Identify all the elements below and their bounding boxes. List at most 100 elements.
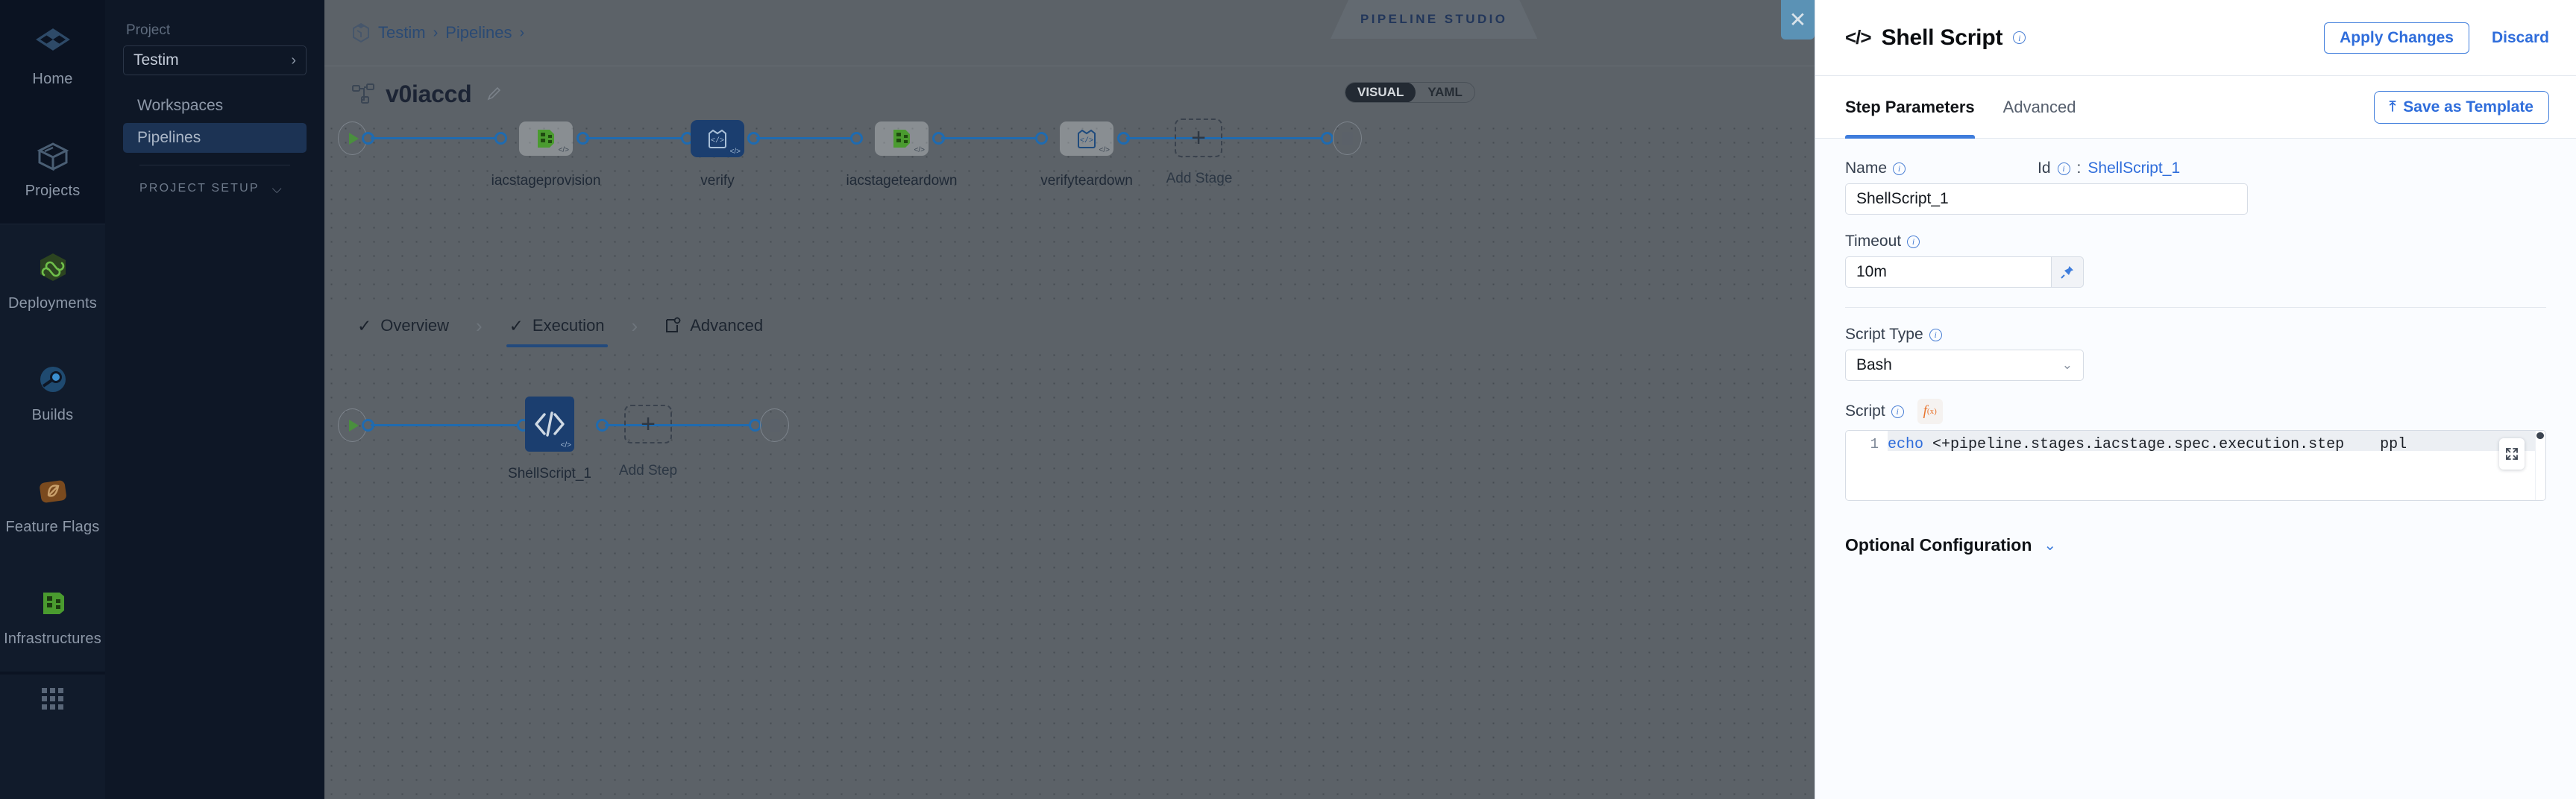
script-type-label-text: Script Type: [1845, 326, 1923, 343]
stage-node-iacstageteardown[interactable]: </>: [875, 121, 929, 156]
name-input[interactable]: ShellScript_1: [1845, 183, 2248, 215]
breadcrumb-item-project[interactable]: Testim: [378, 23, 426, 42]
panel-body: Name i Id i : ShellScript_1 ShellScript_…: [1815, 139, 2576, 799]
stage-badge-3: </>: [914, 146, 925, 154]
tab-advanced[interactable]: Advanced: [651, 304, 776, 347]
pin-timeout-button[interactable]: [2051, 256, 2084, 288]
breadcrumb-item-pipelines[interactable]: Pipelines: [445, 23, 512, 42]
name-label: Name i: [1845, 160, 1906, 177]
apps-grid-button[interactable]: [31, 680, 75, 716]
info-icon-id[interactable]: i: [2057, 162, 2070, 175]
timeout-input[interactable]: 10m: [1845, 256, 2051, 288]
sidebar-item-pipelines[interactable]: Pipelines: [123, 123, 307, 153]
panel-header-actions: Apply Changes Discard: [2324, 22, 2549, 54]
edit-pencil-icon[interactable]: [486, 86, 501, 101]
info-icon-script[interactable]: i: [1891, 405, 1904, 418]
nav-item-feature-flags-label: Feature Flags: [5, 519, 100, 535]
builds-gear-icon: [40, 367, 66, 392]
stage-caption-iacstageprovision: iacstageprovision: [491, 173, 601, 189]
tab-panel-advanced[interactable]: Advanced: [2002, 97, 2076, 116]
step-connector-line-1: [371, 424, 520, 426]
stage-row: </> iacstageprovision </> </> verify: [324, 119, 2576, 300]
expand-editor-button[interactable]: [2499, 438, 2525, 470]
tab-step-parameters[interactable]: Step Parameters: [1845, 76, 1975, 139]
chevron-down-icon-optional: ⌄: [2043, 537, 2057, 554]
add-stage-button[interactable]: +: [1175, 119, 1222, 157]
nav-item-builds[interactable]: Builds: [0, 336, 105, 448]
optional-configuration-toggle[interactable]: Optional Configuration ⌄: [1845, 535, 2546, 555]
section-divider: [1845, 307, 2546, 308]
script-type-select[interactable]: Bash ⌄: [1845, 350, 2084, 381]
stage-node-iacstageprovision[interactable]: </>: [519, 121, 573, 156]
nav-item-builds-label: Builds: [31, 407, 74, 423]
script-code-text[interactable]: echo <+pipeline.stages.iacstage.spec.exe…: [1888, 431, 2545, 453]
script-body: <+pipeline.stages.iacstage.spec.executio…: [1923, 436, 2407, 453]
nav-item-home[interactable]: Home: [0, 0, 105, 112]
stage-badge-4: </>: [1099, 146, 1110, 154]
connector-dot-1[interactable]: [494, 132, 507, 145]
tab-execution[interactable]: ✓ Execution: [496, 304, 618, 347]
script-editor-scroll-thumb[interactable]: [2536, 432, 2544, 439]
script-code-editor[interactable]: 1 echo <+pipeline.stages.iacstage.spec.e…: [1845, 430, 2546, 501]
pipeline-title-bar: v0iaccd VISUAL YAML: [324, 66, 2576, 121]
infrastructures-icon: [43, 593, 64, 614]
pipeline-studio-badge-label: PIPELINE STUDIO: [1360, 12, 1508, 26]
connector-dot-9[interactable]: [1321, 132, 1333, 145]
script-type-field-group: Script Type i Bash ⌄: [1845, 326, 2546, 381]
info-icon-timeout[interactable]: i: [1907, 235, 1920, 248]
tab-overview-label: Overview: [380, 316, 449, 335]
stage-node-verify[interactable]: </> </>: [691, 120, 744, 157]
optional-configuration-label: Optional Configuration: [1845, 535, 2032, 555]
view-mode-yaml[interactable]: YAML: [1427, 85, 1463, 99]
panel-title-group: </> Shell Script i: [1845, 25, 2026, 51]
discard-button[interactable]: Discard: [2491, 28, 2549, 46]
connector-dot-7[interactable]: [1035, 132, 1048, 145]
save-as-template-button[interactable]: ⤒ Save as Template: [2373, 90, 2549, 124]
nav-item-projects[interactable]: Projects: [0, 112, 105, 224]
add-step-button[interactable]: +: [624, 405, 672, 443]
view-mode-toggle[interactable]: VISUAL YAML: [1345, 82, 1475, 103]
tab-advanced-label: Advanced: [690, 316, 764, 335]
sidebar-item-workspaces[interactable]: Workspaces: [123, 91, 307, 121]
feature-flags-icon: [39, 480, 66, 503]
project-setup-toggle[interactable]: PROJECT SETUP ⌵: [123, 182, 307, 195]
connector-dot-5[interactable]: [850, 132, 863, 145]
tab-overview[interactable]: ✓ Overview: [344, 304, 462, 347]
script-editor-scrollbar[interactable]: [2535, 431, 2545, 500]
nav-item-deployments[interactable]: Deployments: [0, 224, 105, 336]
connector-line-5: [1126, 137, 1231, 139]
nav-item-feature-flags[interactable]: Feature Flags: [0, 448, 105, 560]
script-type-label: Script Type i: [1845, 326, 2546, 344]
step-node-shellscript-1[interactable]: </>: [525, 397, 574, 452]
panel-title: Shell Script: [1881, 25, 2003, 50]
connector-line-1: [371, 137, 497, 139]
close-studio-button[interactable]: ✕: [1781, 0, 1815, 40]
script-editor-line[interactable]: 1 echo <+pipeline.stages.iacstage.spec.e…: [1846, 431, 2545, 500]
nav-item-infrastructures[interactable]: Infrastructures: [0, 560, 105, 672]
info-icon-script-type[interactable]: i: [1929, 328, 1942, 341]
chevron-down-icon: ⌵: [271, 181, 282, 196]
expand-arrows-icon: [2506, 448, 2518, 460]
info-icon-name[interactable]: i: [1893, 162, 1906, 175]
id-separator: :: [2076, 160, 2082, 177]
view-mode-visual[interactable]: VISUAL: [1345, 83, 1416, 102]
panel-header: </> Shell Script i Apply Changes Discard: [1815, 0, 2576, 76]
upload-template-icon: ⤒: [2389, 99, 2396, 115]
plus-icon-2: +: [641, 410, 656, 438]
apply-changes-button[interactable]: Apply Changes: [2324, 22, 2469, 54]
rail-footer: [0, 675, 105, 799]
sidebar-item-workspaces-label: Workspaces: [137, 97, 224, 114]
id-value[interactable]: ShellScript_1: [2087, 160, 2181, 177]
script-label-row: Script i f(x): [1845, 399, 2546, 424]
stage-node-verifyteardown[interactable]: </> </>: [1060, 121, 1113, 156]
connector-line-3: [756, 137, 853, 139]
info-icon-title[interactable]: i: [2013, 31, 2026, 44]
expression-fx-button[interactable]: f(x): [1917, 399, 1943, 424]
page-title: v0iaccd: [386, 80, 472, 107]
id-label: Id: [2038, 160, 2051, 177]
step-end-node: [760, 408, 789, 442]
nav-item-deployments-label: Deployments: [8, 295, 97, 312]
project-nav: Workspaces Pipelines: [123, 91, 307, 153]
project-selector[interactable]: Testim ›: [123, 45, 307, 75]
